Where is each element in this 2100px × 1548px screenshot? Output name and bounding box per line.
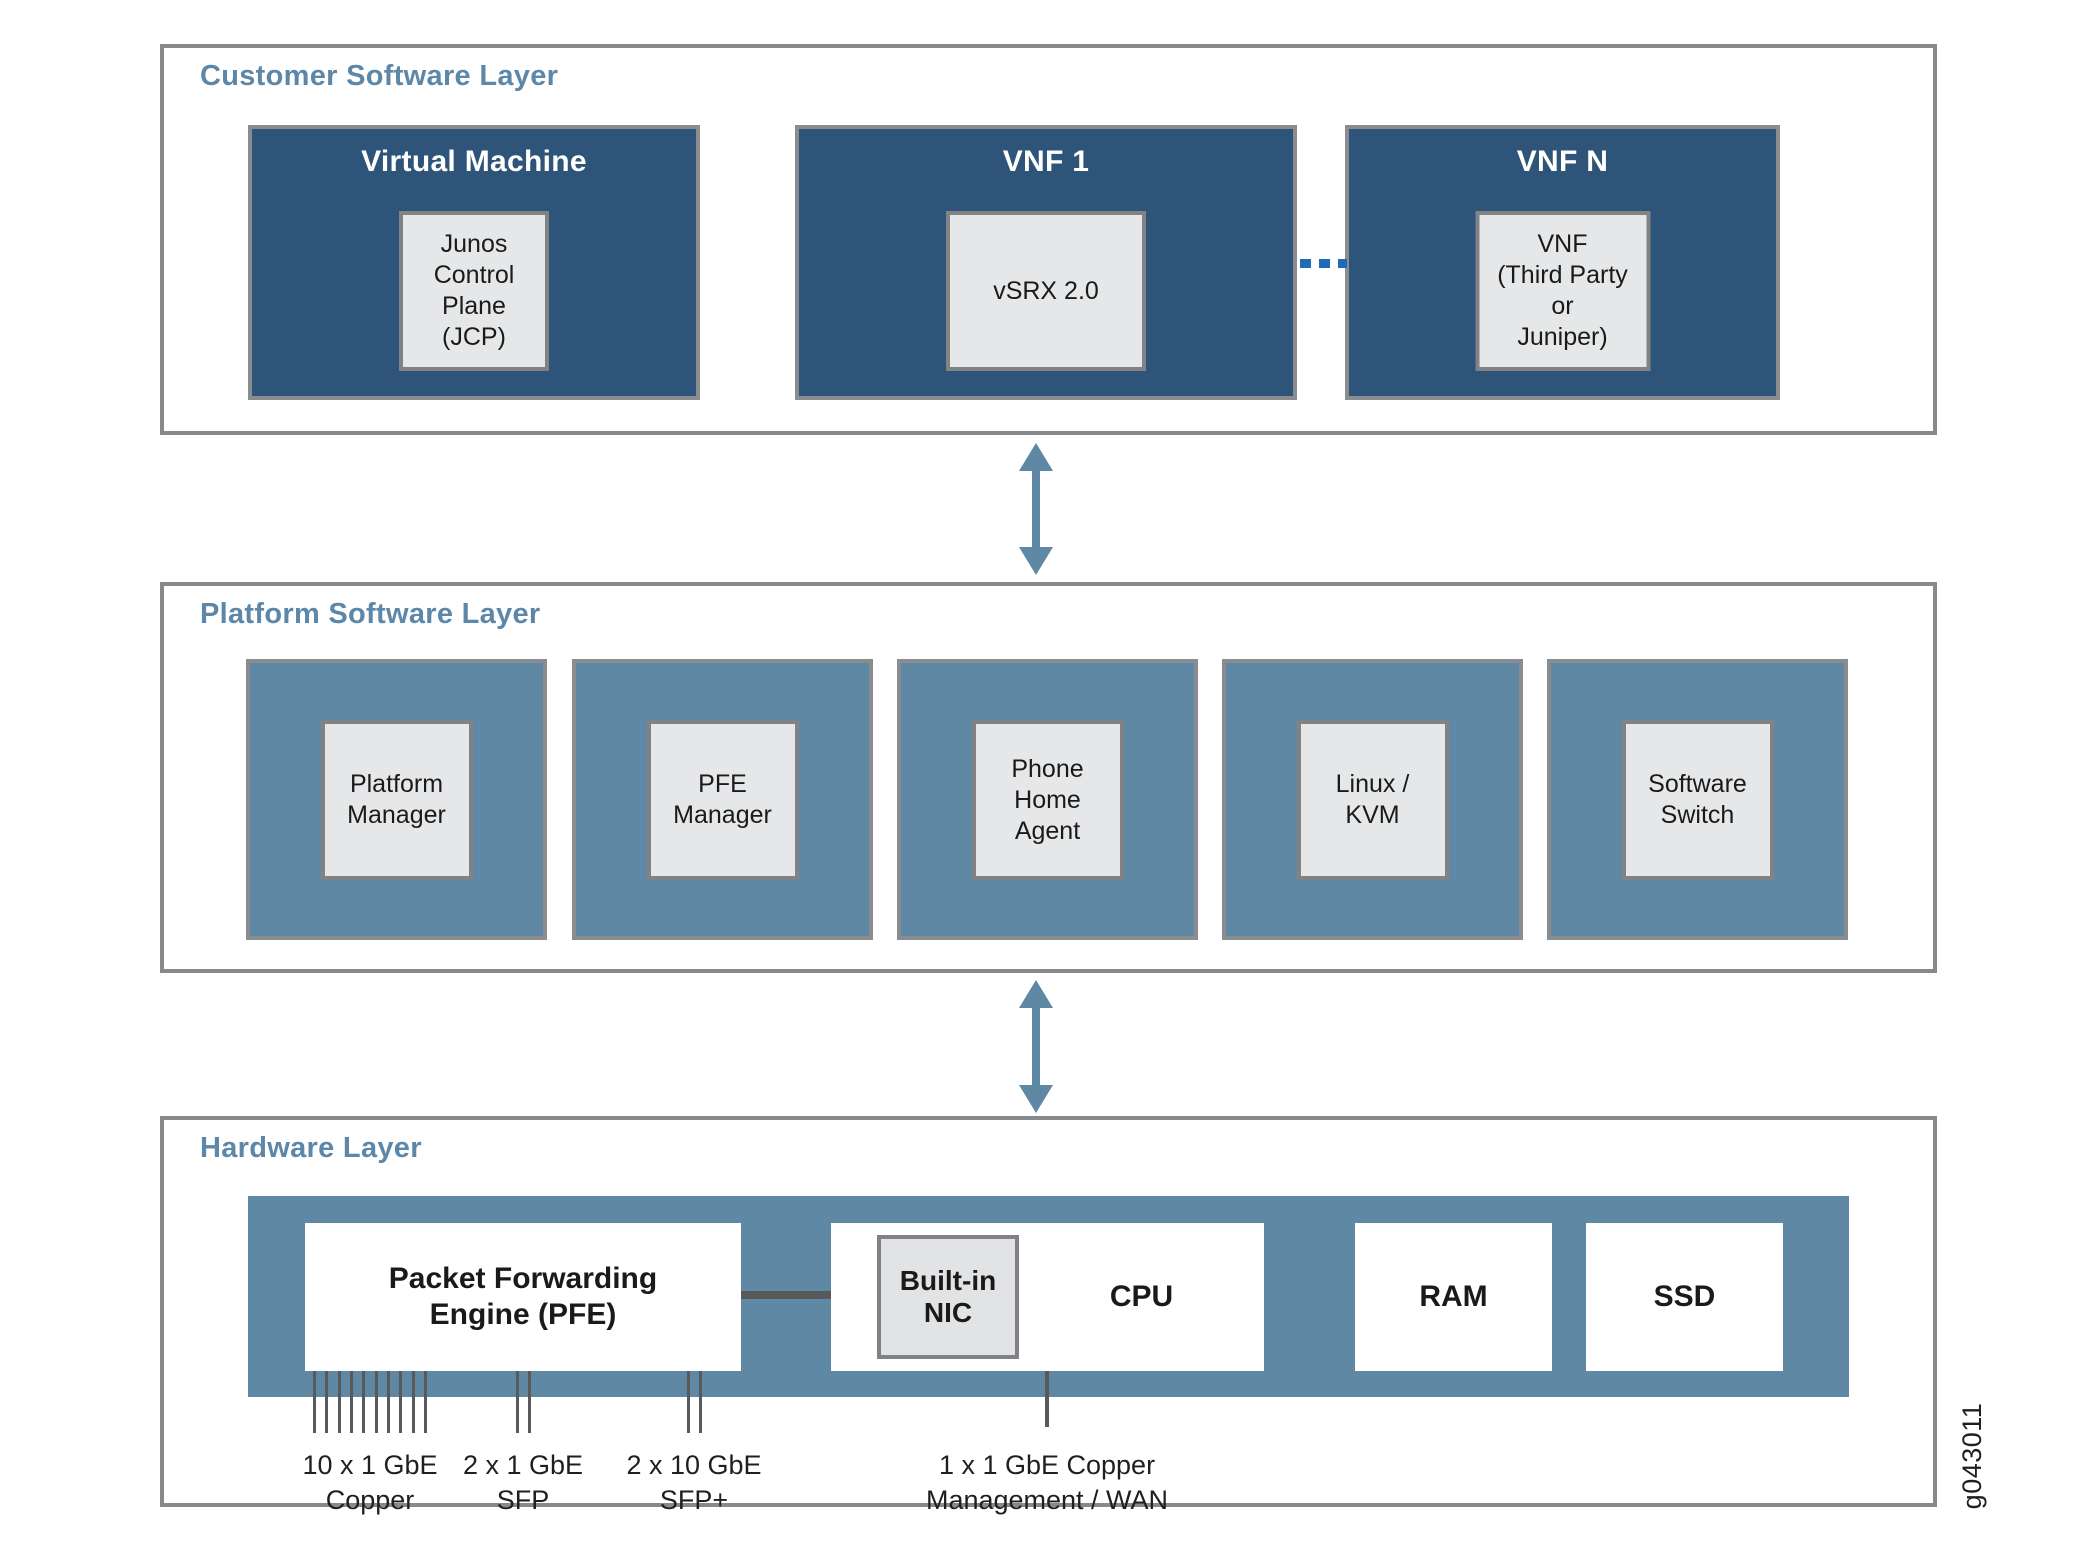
cpu-label: CPU (1109, 1280, 1174, 1313)
sfp-plus-port-lines (687, 1371, 703, 1433)
copper-port-label: 10 x 1 GbE Copper (302, 1450, 438, 1516)
sfp-plus-port-label: 2 x 10 GbE SFP+ (626, 1450, 762, 1516)
vnf1-box: VNF 1 vSRX 2.0 (795, 125, 1297, 400)
vnf-continuation-dots (1300, 259, 1347, 268)
sfp-port-lines (516, 1371, 532, 1433)
platform-manager-module: Platform Manager (246, 659, 547, 940)
vnf1-header: VNF 1 (1002, 145, 1090, 178)
jcp-box: Junos Control Plane (JCP) (399, 211, 549, 371)
software-switch-label: Software Switch (1621, 720, 1774, 880)
software-switch-module: Software Switch (1547, 659, 1848, 940)
arrow-down-icon (1019, 547, 1053, 575)
management-port-label: 1 x 1 GbE Copper Management / WAN (925, 1450, 1169, 1516)
phone-home-agent-label: Phone Home Agent (971, 720, 1124, 880)
linux-kvm-module: Linux / KVM (1222, 659, 1523, 940)
arrow-down-icon (1019, 1085, 1053, 1113)
ram-box: RAM (1355, 1223, 1552, 1371)
ssd-box: SSD (1586, 1223, 1783, 1371)
figure-id: g043011 (1957, 1402, 1987, 1510)
arrow-shaft (1032, 465, 1040, 553)
hardware-layer-title: Hardware Layer (200, 1132, 422, 1164)
platform-manager-label: Platform Manager (320, 720, 473, 880)
customer-layer-title: Customer Software Layer (200, 60, 559, 92)
platform-layer-title: Platform Software Layer (200, 598, 541, 630)
pfe-manager-module: PFE Manager (572, 659, 873, 940)
pfe-manager-label: PFE Manager (646, 720, 799, 880)
built-in-nic-box: Built-in NIC (877, 1235, 1019, 1359)
customer-platform-arrow (1019, 443, 1053, 575)
phone-home-agent-module: Phone Home Agent (897, 659, 1198, 940)
nic-cpu-box: Built-in NIC CPU (831, 1223, 1264, 1371)
vsrx-box: vSRX 2.0 (946, 211, 1146, 371)
customer-software-layer: Customer Software Layer Virtual Machine … (160, 44, 1937, 435)
vnfn-box: VNF N VNF (Third Party or Juniper) (1345, 125, 1780, 400)
sfp-port-label: 2 x 1 GbE SFP (462, 1450, 584, 1516)
copper-port-lines (313, 1371, 427, 1433)
pfe-box: Packet Forwarding Engine (PFE) (305, 1223, 741, 1371)
virtual-machine-header: Virtual Machine (361, 145, 587, 178)
management-port-line (1045, 1371, 1049, 1427)
virtual-machine-box: Virtual Machine Junos Control Plane (JCP… (248, 125, 700, 400)
platform-hardware-arrow (1019, 980, 1053, 1113)
vnfn-header: VNF N (1516, 145, 1609, 178)
linux-kvm-label: Linux / KVM (1296, 720, 1449, 880)
hardware-layer: Hardware Layer Packet Forwarding Engine … (160, 1116, 1937, 1507)
platform-software-layer: Platform Software Layer Platform Manager… (160, 582, 1937, 973)
arrow-shaft (1032, 1002, 1040, 1091)
vnf-thirdparty-box: VNF (Third Party or Juniper) (1475, 211, 1650, 371)
pfe-nic-connector-line (741, 1291, 831, 1299)
